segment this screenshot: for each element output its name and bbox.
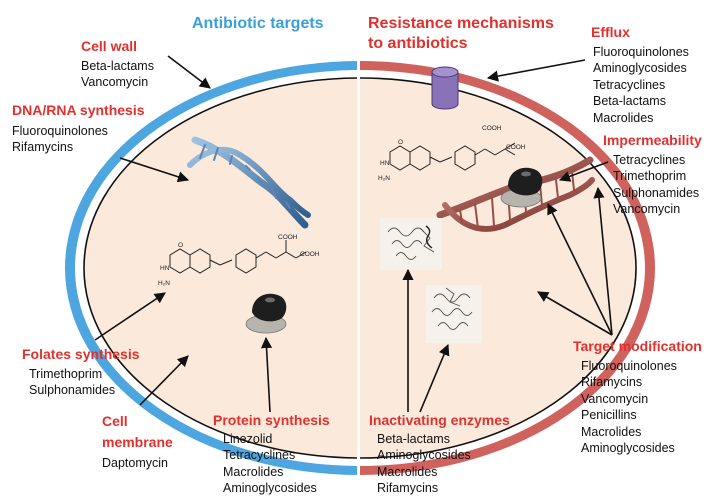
target-mod-item: Rifamycins bbox=[581, 375, 643, 390]
mol-left-hn: HN bbox=[160, 265, 170, 272]
target-mod-item: Penicillins bbox=[581, 408, 637, 423]
arrow-membrane bbox=[139, 355, 189, 406]
efflux-item: Tetracyclines bbox=[593, 77, 666, 92]
cell-wall-item: Vancomycin bbox=[81, 75, 149, 90]
label-efflux: Efflux Fluoroquinolones Aminoglycosides … bbox=[591, 24, 689, 126]
dna-helix-icon bbox=[187, 136, 311, 229]
enzymes-item: Aminoglycosides bbox=[377, 448, 471, 463]
title-resistance-line1: Resistance mechanisms bbox=[368, 15, 554, 32]
left-cytoplasm bbox=[83, 77, 357, 459]
folates-item: Trimethoprim bbox=[29, 366, 103, 381]
protein-item: Macrolides bbox=[223, 464, 284, 479]
title-antibiotic-targets: Antibiotic targets bbox=[192, 15, 324, 32]
arrow-dna-rna bbox=[119, 157, 190, 183]
enzymes-item: Rifamycins bbox=[377, 481, 439, 496]
label-folates-synthesis: Folates synthesis Trimethoprim Sulphonam… bbox=[22, 346, 140, 399]
enzymes-item: Macrolides bbox=[377, 464, 438, 479]
folate-molecule-icon bbox=[169, 240, 307, 274]
label-cell-membrane: Cell membrane Daptomycin bbox=[102, 413, 173, 471]
arrow-folates bbox=[94, 292, 166, 341]
mol-left-cooh2: COOH bbox=[300, 251, 320, 258]
enzymes-heading: Inactivating enzymes bbox=[369, 412, 510, 428]
dna-rna-item: Rifamycins bbox=[12, 140, 74, 155]
impermeability-item: Sulphonamides bbox=[613, 185, 700, 200]
efflux-item: Fluoroquinolones bbox=[593, 44, 689, 59]
pointer-arrows bbox=[94, 55, 613, 413]
efflux-item: Beta-lactams bbox=[593, 94, 666, 109]
label-dna-rna-synthesis: DNA/RNA synthesis Fluoroquinolones Rifam… bbox=[12, 102, 145, 156]
target-mod-item: Fluoroquinolones bbox=[581, 358, 677, 373]
target-mod-item: Macrolides bbox=[581, 424, 642, 439]
label-target-modification: Target modification Fluoroquinolones Rif… bbox=[573, 338, 702, 457]
efflux-heading: Efflux bbox=[591, 24, 630, 40]
arrow-efflux bbox=[486, 59, 586, 82]
protein-item: Linezolid bbox=[223, 431, 273, 446]
arrow-cell-wall bbox=[167, 55, 211, 89]
folate-molecule-resistant-icon bbox=[389, 142, 516, 171]
label-cell-wall: Cell wall Beta-lactams Vancomycin bbox=[81, 38, 154, 91]
cell-wall-item: Beta-lactams bbox=[81, 58, 154, 73]
folates-heading: Folates synthesis bbox=[22, 346, 140, 362]
arrow-target-mod-1 bbox=[593, 186, 613, 336]
membrane-heading-line2: membrane bbox=[102, 433, 173, 450]
dna-rna-heading: DNA/RNA synthesis bbox=[12, 102, 145, 118]
ribosome-icon bbox=[245, 293, 287, 334]
enzyme-structure-icon-1 bbox=[380, 218, 442, 270]
mol-right-h2n: H₂N bbox=[378, 175, 390, 182]
efflux-item: Aminoglycosides bbox=[593, 61, 687, 76]
label-protein-synthesis: Protein synthesis Linezolid Tetracycline… bbox=[213, 412, 330, 497]
dna-rna-item: Fluoroquinolones bbox=[12, 123, 108, 138]
membrane-item: Daptomycin bbox=[102, 455, 168, 470]
enzyme-structure-icon-2 bbox=[426, 285, 482, 343]
ribosome-resistant-icon bbox=[500, 167, 543, 208]
efflux-item: Macrolides bbox=[593, 110, 654, 125]
title-resistance-line2: to antibiotics bbox=[368, 35, 468, 52]
arrow-protein bbox=[260, 336, 273, 413]
mol-left-h2n: H₂N bbox=[158, 280, 170, 287]
target-mod-item: Aminoglycosides bbox=[581, 441, 675, 456]
impermeability-heading: Impermeability bbox=[603, 132, 702, 148]
impermeability-item: Vancomycin bbox=[613, 202, 681, 217]
efflux-pump-icon bbox=[431, 66, 459, 110]
arrow-enzymes-2 bbox=[419, 343, 450, 413]
impermeability-item: Trimethoprim bbox=[613, 169, 687, 184]
label-impermeability: Impermeability Tetracyclines Trimethopri… bbox=[603, 132, 702, 218]
membrane-heading-line1: Cell bbox=[102, 413, 128, 429]
cell-wall-heading: Cell wall bbox=[81, 38, 138, 54]
folates-item: Sulphonamides bbox=[29, 383, 116, 398]
mol-right-o: O bbox=[398, 139, 403, 146]
protein-item: Aminoglycosides bbox=[223, 481, 317, 496]
mol-right-hn: HN bbox=[380, 160, 390, 167]
protein-item: Tetracyclines bbox=[223, 448, 296, 463]
mol-right-cooh2: COOH bbox=[506, 144, 526, 151]
mol-left-cooh1: COOH bbox=[278, 234, 298, 241]
arrow-target-mod-3 bbox=[537, 291, 613, 336]
mol-right-cooh1: COOH bbox=[482, 125, 502, 132]
enzymes-item: Beta-lactams bbox=[377, 431, 450, 446]
mol-left-o: O bbox=[178, 242, 183, 249]
target-mod-heading: Target modification bbox=[573, 338, 702, 354]
arrow-impermeability bbox=[558, 161, 609, 182]
impermeability-item: Tetracyclines bbox=[613, 152, 686, 167]
label-inactivating-enzymes: Inactivating enzymes Beta-lactams Aminog… bbox=[369, 412, 510, 497]
arrow-target-mod-2 bbox=[547, 202, 613, 336]
protein-heading: Protein synthesis bbox=[213, 412, 330, 428]
target-mod-item: Vancomycin bbox=[581, 391, 649, 406]
